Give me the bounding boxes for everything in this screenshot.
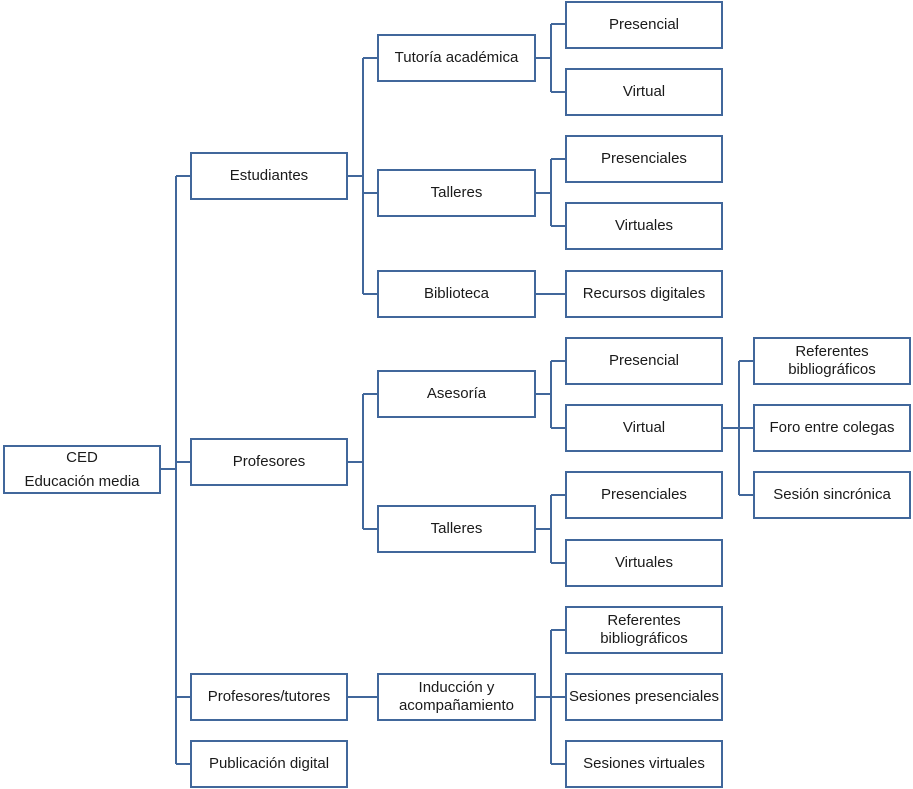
node-tutoria-academica: Tutoría académica xyxy=(377,34,536,82)
node-asesoria-label: Asesoría xyxy=(426,385,487,402)
node-sesion-sincronica: Sesión sincrónica xyxy=(753,471,911,519)
node-asesoria-presencial: Presencial xyxy=(565,337,723,385)
node-sesion-sincronica-label: Sesión sincrónica xyxy=(773,486,891,503)
node-tutoria-virtual: Virtual xyxy=(565,68,723,116)
node-talleres-presenciales-estudiantes-label: Presenciales xyxy=(601,150,687,167)
node-induccion-line2: acompañamiento xyxy=(398,697,515,714)
node-tutoria-virtual-label: Virtual xyxy=(622,83,666,100)
node-talleres-profesores: Talleres xyxy=(377,505,536,553)
node-sesiones-presenciales-label: Sesiones presenciales xyxy=(568,688,720,705)
node-foro-entre-colegas-label: Foro entre colegas xyxy=(769,419,895,436)
node-estudiantes: Estudiantes xyxy=(190,152,348,200)
node-referentes-virtual-line2: bibliográficos xyxy=(788,361,876,378)
node-profesores-tutores-label: Profesores/tutores xyxy=(207,688,331,705)
node-asesoria-virtual-label: Virtual xyxy=(622,419,666,436)
node-asesoria: Asesoría xyxy=(377,370,536,418)
node-profesores-label: Profesores xyxy=(232,453,306,470)
node-asesoria-virtual: Virtual xyxy=(565,404,723,452)
node-talleres-virtuales-estudiantes-label: Virtuales xyxy=(614,217,674,234)
node-sesiones-virtuales: Sesiones virtuales xyxy=(565,740,723,788)
node-recursos-digitales: Recursos digitales xyxy=(565,270,723,318)
node-talleres-virtuales-profesores-label: Virtuales xyxy=(614,554,674,571)
node-sesiones-presenciales: Sesiones presenciales xyxy=(565,673,723,721)
node-profesores: Profesores xyxy=(190,438,348,486)
node-talleres-virtuales-estudiantes: Virtuales xyxy=(565,202,723,250)
node-referentes-virtual-line1: Referentes xyxy=(795,343,869,360)
node-root-ced: CED Educación media xyxy=(3,445,161,494)
node-tutoria-academica-label: Tutoría académica xyxy=(394,49,519,66)
node-talleres-presenciales-estudiantes: Presenciales xyxy=(565,135,723,183)
node-profesores-tutores: Profesores/tutores xyxy=(190,673,348,721)
node-tutoria-presencial: Presencial xyxy=(565,1,723,49)
node-referentes-induccion-line1: Referentes xyxy=(607,612,681,629)
node-foro-entre-colegas: Foro entre colegas xyxy=(753,404,911,452)
node-talleres-estudiantes-label: Talleres xyxy=(430,184,483,201)
node-publicacion-digital: Publicación digital xyxy=(190,740,348,788)
node-talleres-virtuales-profesores: Virtuales xyxy=(565,539,723,587)
node-induccion-line1: Inducción y xyxy=(418,679,495,696)
node-referentes-induccion: Referentes bibliográficos xyxy=(565,606,723,654)
node-sesiones-virtuales-label: Sesiones virtuales xyxy=(583,755,705,772)
node-biblioteca-label: Biblioteca xyxy=(423,285,490,302)
node-publicacion-digital-label: Publicación digital xyxy=(208,755,330,772)
node-biblioteca: Biblioteca xyxy=(377,270,536,318)
node-talleres-presenciales-profesores: Presenciales xyxy=(565,471,723,519)
node-talleres-estudiantes: Talleres xyxy=(377,169,536,217)
node-induccion: Inducción y acompañamiento xyxy=(377,673,536,721)
node-talleres-presenciales-profesores-label: Presenciales xyxy=(601,486,687,503)
node-recursos-digitales-label: Recursos digitales xyxy=(582,285,706,302)
node-referentes-virtual: Referentes bibliográficos xyxy=(753,337,911,385)
node-asesoria-presencial-label: Presencial xyxy=(608,352,680,369)
node-tutoria-presencial-label: Presencial xyxy=(608,16,680,33)
node-talleres-profesores-label: Talleres xyxy=(430,520,483,537)
node-root-line2: Educación media xyxy=(24,472,140,490)
node-estudiantes-label: Estudiantes xyxy=(229,167,309,184)
node-referentes-induccion-line2: bibliográficos xyxy=(600,630,688,647)
node-root-line1: CED xyxy=(66,448,98,466)
